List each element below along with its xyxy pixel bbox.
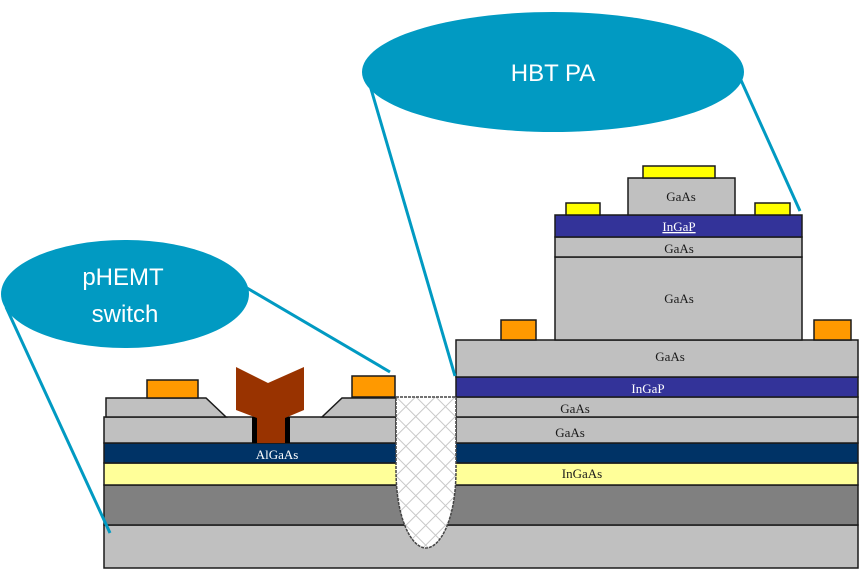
hbt-callout-label: HBT PA [511,60,595,87]
hbt-gaas-lower-2 [455,416,859,444]
hbt-gaas-emitter-cap [627,177,736,216]
hbt-callout-bubble [362,12,744,132]
t-gate [236,367,304,443]
label-subcollector: GaAs [655,349,685,364]
phemt-gaas-cap-upper-left [105,397,228,418]
label-emitter: InGaP [662,219,695,234]
phemt-callout-bubble [1,240,249,348]
label-cap-upper: GaAs [560,401,590,416]
hbt-callout-line-right [738,77,802,212]
phemt-gaas-cap-upper-right [320,397,397,418]
label-barrier: AlGaAs [256,447,299,462]
base-contact-left [565,202,601,216]
base-contact-right [754,202,791,216]
hbt-gaas-subcollector [455,339,859,378]
emitter-contact [642,165,716,179]
isolation-implant [395,396,457,549]
substrate-layer [103,524,859,569]
buffer-layer [103,484,859,526]
phemt-callout-line1: pHEMT [82,264,164,291]
ingaas-channel-layer [103,462,859,486]
algaas-barrier-layer [103,442,859,464]
phemt-callout-line-left [4,306,112,534]
label-base: GaAs [664,241,694,256]
phemt-gaas-cap-lower [103,416,397,444]
hbt-gaas-lower-1 [455,396,859,418]
hbt-callout-line-left [367,81,457,377]
phemt-callout-line-right [246,286,391,374]
label-etch-stop: InGaP [631,381,664,396]
phemt-callout-line2: switch [92,301,159,328]
label-cap-lower: GaAs [555,425,585,440]
phemt-drain-contact [351,375,396,398]
hbt-gaas-collector [554,256,803,341]
label-collector: GaAs [664,291,694,306]
collector-contact-left [500,319,537,341]
phemt-source-contact [146,379,199,399]
label-channel: InGaAs [562,466,602,481]
collector-contact-right [813,319,852,341]
label-emitter-cap: GaAs [666,189,696,204]
